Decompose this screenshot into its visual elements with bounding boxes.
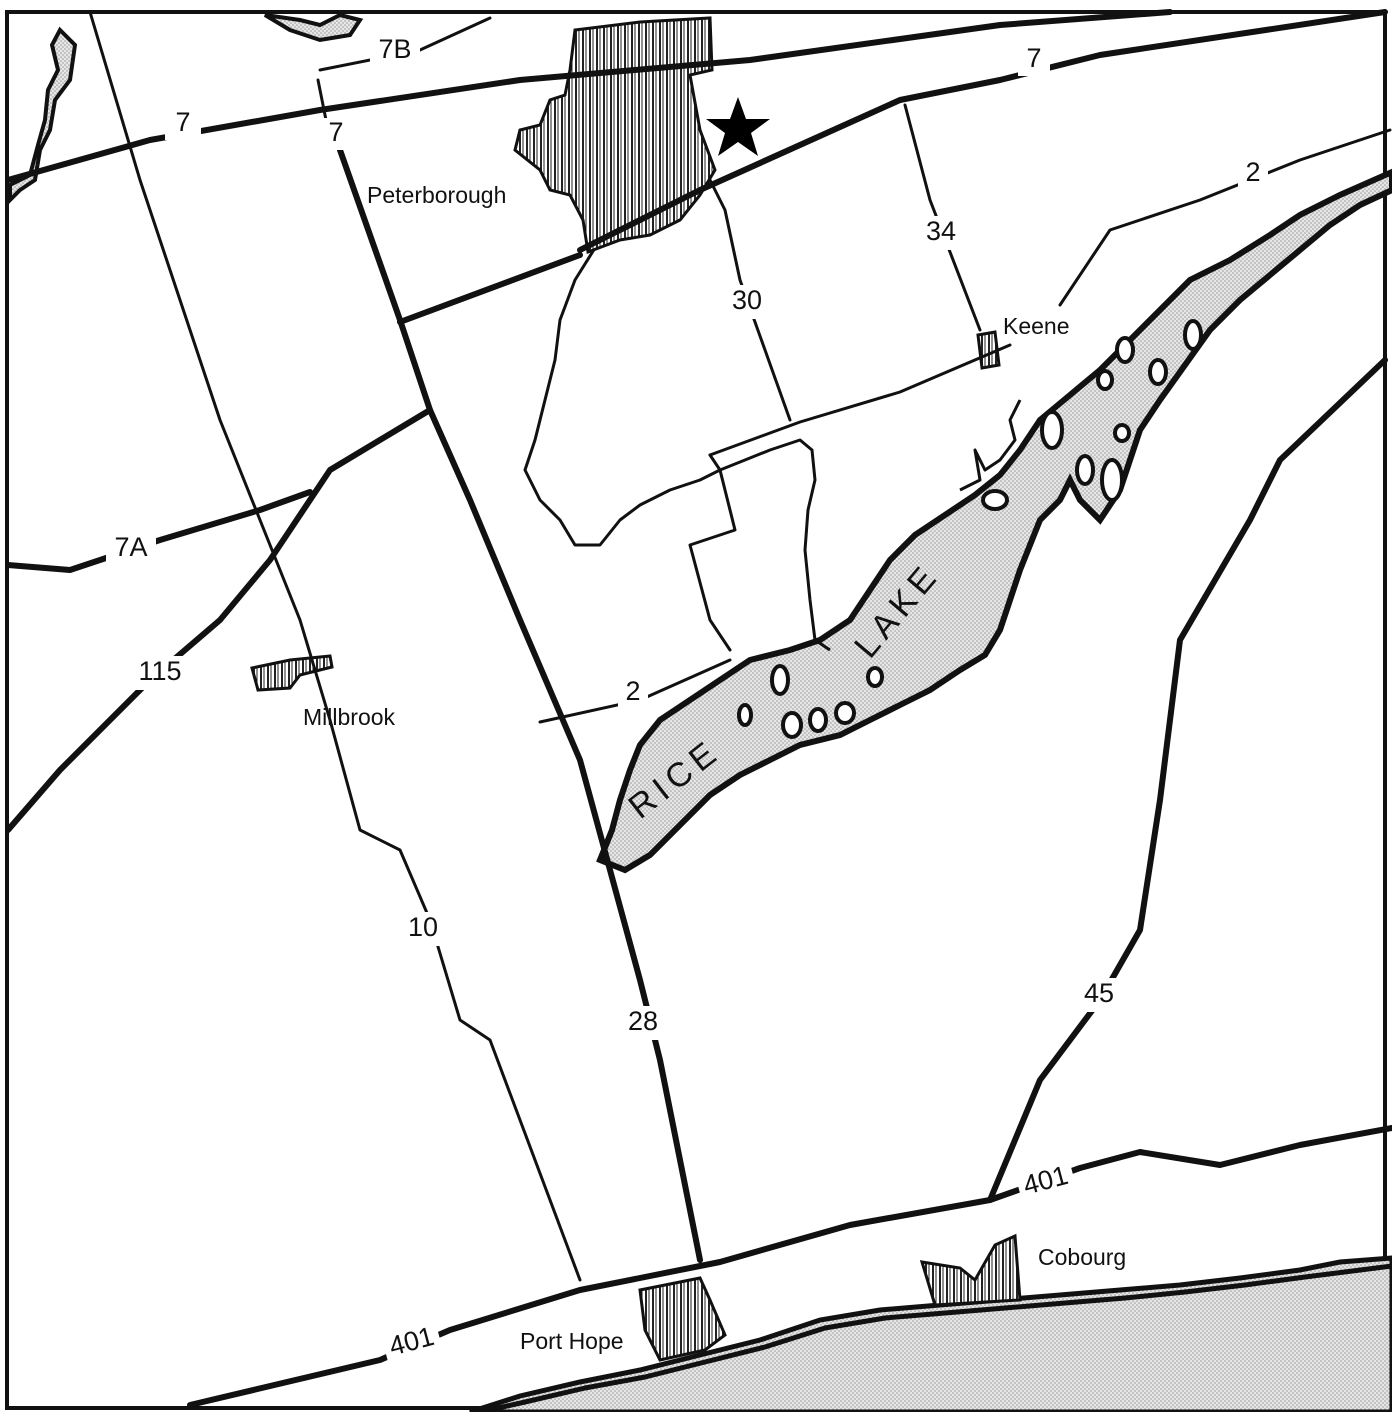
svg-text:7B: 7B: [378, 34, 411, 64]
road-keene-connector: [708, 343, 1012, 457]
road-hwy-2-north: [1058, 128, 1392, 307]
north-lakes: [263, 12, 364, 43]
road-hwy-10: [88, 10, 582, 1282]
peterborough-area: [513, 16, 717, 255]
place-label-port-hope: Port Hope: [520, 1328, 624, 1354]
hwy-label-7-left: 7: [165, 107, 201, 140]
svg-text:30: 30: [732, 285, 762, 315]
nw-lakes: [8, 26, 78, 205]
svg-text:28: 28: [628, 1006, 658, 1036]
hwy-label-30: 30: [724, 285, 770, 319]
river-lower: [959, 399, 1022, 492]
hwy-label-7-vertical: 7: [322, 117, 350, 150]
hwy-label-401-left: 401: [380, 1319, 444, 1367]
svg-text:2: 2: [1245, 157, 1260, 187]
road-hwy-7-east: [577, 9, 1388, 253]
star-icon: [706, 97, 770, 156]
svg-text:7: 7: [1026, 43, 1041, 73]
place-label-peterborough: Peterborough: [367, 182, 506, 208]
svg-text:115: 115: [138, 656, 181, 686]
svg-text:10: 10: [408, 912, 438, 942]
svg-text:2: 2: [625, 676, 640, 706]
hwy-label-7-right: 7: [1018, 43, 1050, 76]
place-label-keene: Keene: [1003, 313, 1070, 339]
hwy-label-2-north: 2: [1238, 157, 1268, 190]
hwy-label-115: 115: [134, 656, 186, 690]
hwy-label-401-right: 401: [1014, 1158, 1078, 1206]
place-label-millbrook: Millbrook: [303, 704, 396, 730]
road-hwy-7-jog: [397, 252, 583, 325]
road-hwy-115: [5, 407, 433, 833]
hwy-label-34: 34: [918, 216, 964, 250]
road-hwy-7a: [5, 489, 313, 573]
cobourg-area: [919, 1233, 1022, 1307]
hwy-label-7b: 7B: [370, 34, 420, 66]
svg-text:45: 45: [1084, 978, 1114, 1008]
port-hope-area: [638, 1276, 727, 1362]
svg-text:7: 7: [175, 107, 190, 137]
place-label-cobourg: Cobourg: [1038, 1244, 1126, 1270]
hwy-label-45: 45: [1076, 978, 1122, 1012]
road-inner-boundary: [688, 453, 737, 652]
svg-text:7: 7: [328, 117, 343, 147]
hwy-label-10: 10: [403, 912, 443, 946]
lake-ontario-shore-inner: [479, 1263, 1392, 1412]
road-hwy-34: [903, 103, 982, 332]
hwy-label-28: 28: [620, 1006, 666, 1040]
hwy-label-2-south: 2: [618, 676, 648, 710]
svg-text:34: 34: [926, 216, 956, 246]
road-hwy-7: [5, 9, 1173, 183]
rice-lake-islands: [737, 319, 1203, 739]
hwy-label-7a: 7A: [106, 532, 156, 566]
road-hwy-45: [987, 357, 1388, 1203]
road-hwy-30: [708, 178, 792, 422]
svg-text:7A: 7A: [114, 532, 147, 562]
